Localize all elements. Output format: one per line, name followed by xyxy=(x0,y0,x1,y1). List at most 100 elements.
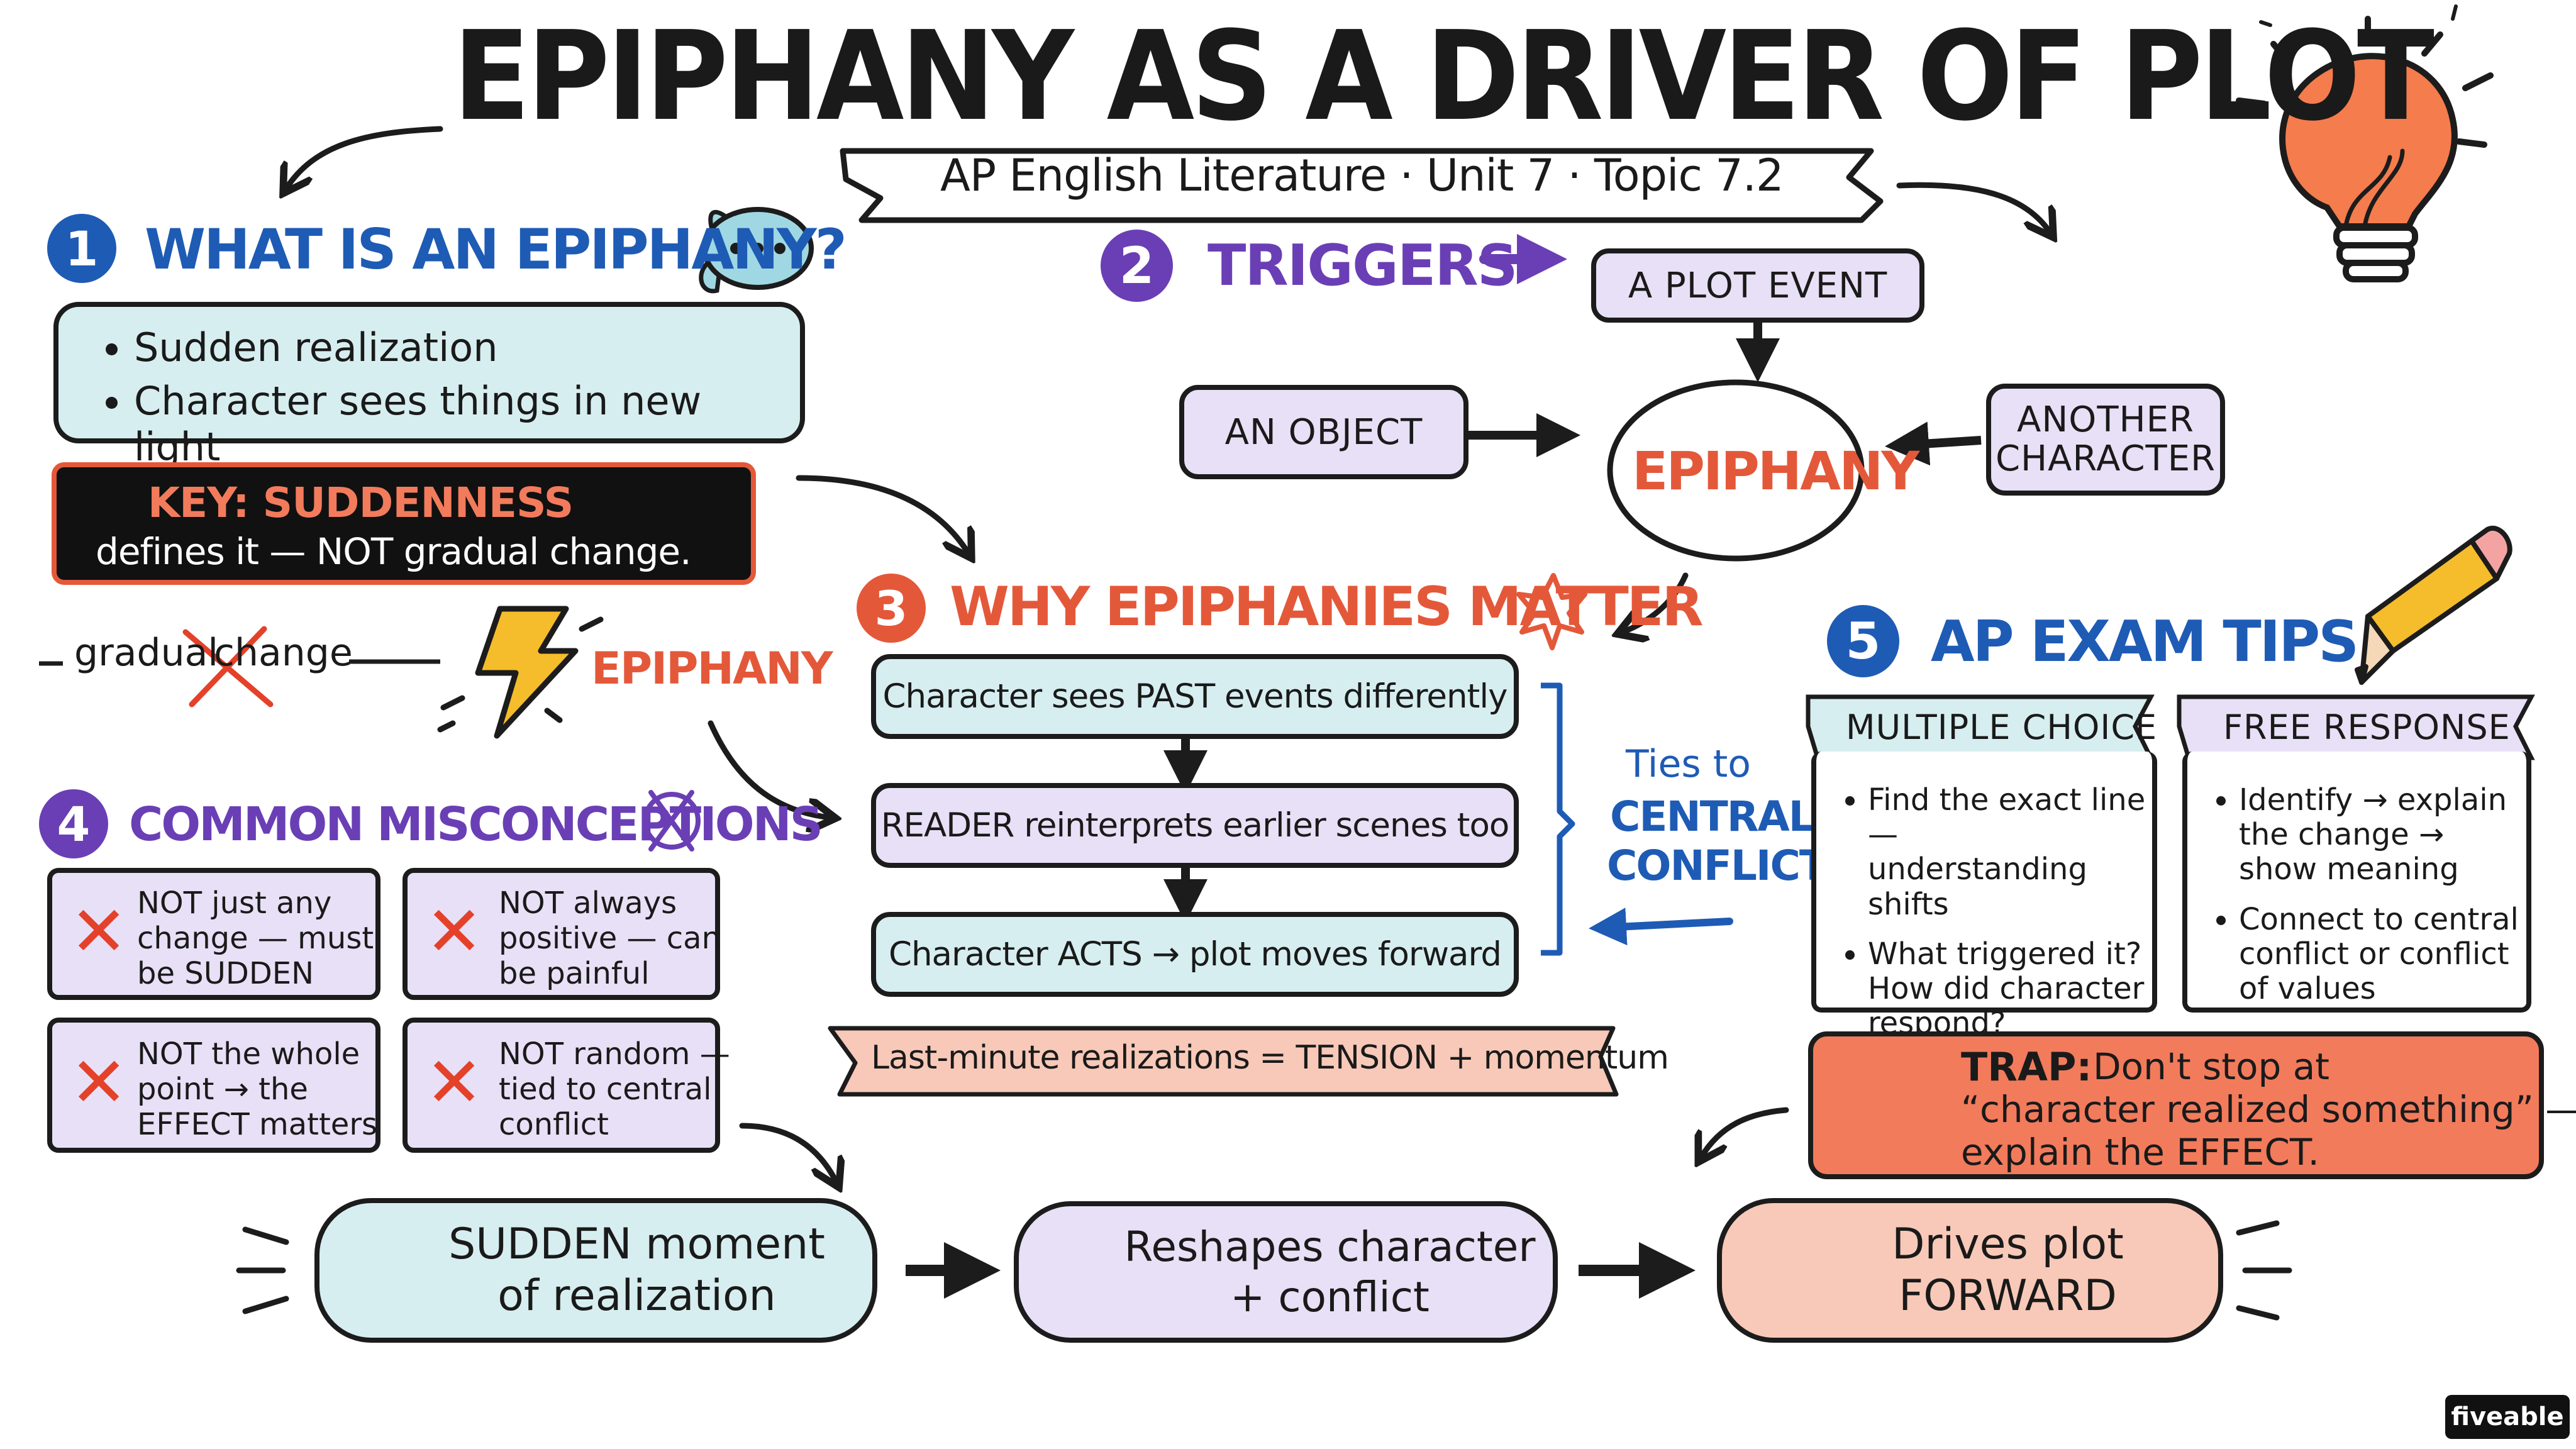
cross-out-mark xyxy=(182,626,274,708)
matter-step-3-label: Character ACTS → plot moves forward xyxy=(888,935,1502,974)
ties-line-2: CENTRAL xyxy=(1610,792,1815,841)
flow-dashes-right xyxy=(2236,1220,2292,1321)
flow-step-1-line-1: SUDDEN moment xyxy=(448,1219,825,1270)
arrow-title-left xyxy=(286,126,443,189)
flow-dashes-left xyxy=(236,1226,289,1314)
matter-step-1-label: Character sees PAST events differently xyxy=(882,677,1508,716)
trigger-character-label-2: CHARACTER xyxy=(1995,438,2216,479)
misconception-3-line-2: point → the xyxy=(137,1072,308,1107)
arrow-trap-to-flow xyxy=(1701,1107,1789,1157)
misconception-2-line-3: be painful xyxy=(499,956,650,991)
x-icon: ✕ xyxy=(425,891,484,972)
section-4-heading: COMMON MISCONCEPTIONS xyxy=(129,797,823,852)
section-3-heading: WHY EPIPHANIES MATTER xyxy=(950,575,1704,638)
speech-bubble-icon xyxy=(699,207,814,294)
trap-line-2: “character realized something” — xyxy=(1961,1088,2576,1131)
trigger-character-label-1: ANOTHER xyxy=(2017,399,2194,441)
section-5-number: 5 xyxy=(1827,605,1899,677)
fr-b2-line-1: Connect to central xyxy=(2239,901,2519,937)
tension-banner-text: Last-minute realizations = TENSION + mom… xyxy=(871,1039,1669,1077)
mc-bullet-2: What triggered it?How did characterrespo… xyxy=(1868,936,2152,1041)
fr-b1-line-1: Identify → explain xyxy=(2239,782,2507,818)
misconception-4-line-2: tied to central xyxy=(499,1072,712,1107)
trap-line-3: explain the EFFECT. xyxy=(1961,1131,2319,1174)
mc-b2-line-2: How did character xyxy=(1868,970,2145,1006)
pencil-icon xyxy=(2355,526,2512,685)
trap-line-1: Don't stop at xyxy=(2093,1045,2330,1088)
fr-b1-line-3: show meaning xyxy=(2239,852,2459,887)
ties-line-3: CONFLICT xyxy=(1607,841,1828,890)
flow-step-1: SUDDEN moment of realization xyxy=(314,1198,877,1343)
matter-step-2: READER reinterprets earlier scenes too xyxy=(871,783,1519,868)
section-1-number: 1 xyxy=(47,214,116,283)
trap-box: TRAP: Don't stop at “character realized … xyxy=(1808,1031,2576,1179)
mc-bullet-1: Find the exact line —understanding shift… xyxy=(1868,782,2152,922)
misconception-1-line-2: change — must xyxy=(137,921,374,956)
key-label: KEY: SUDDENNESS xyxy=(148,479,574,527)
misconception-2-line-2: positive — can xyxy=(499,921,721,956)
section-4-number: 4 xyxy=(39,789,108,858)
arrow-character-to-epiphany xyxy=(1885,421,1982,466)
epiphany-center-label: EPIPHANY xyxy=(1632,440,1919,502)
mc-title: MULTIPLE CHOICE xyxy=(1846,708,2158,747)
fr-b2-line-2: conflict or conflict xyxy=(2239,936,2509,972)
misconception-card-4: ✕ NOT random — tied to central conflict xyxy=(402,1018,730,1153)
brand-label: fiveable xyxy=(2451,1402,2564,1431)
fr-tab-shape xyxy=(2177,694,2535,760)
matter-step-1: Character sees PAST events differently xyxy=(871,654,1519,739)
misconception-card-2: ✕ NOT always positive — can be painful xyxy=(402,868,721,1000)
subtitle-ribbon xyxy=(840,148,1884,223)
arrow-key-to-why xyxy=(796,475,969,553)
starburst-icon xyxy=(1516,573,1587,650)
x-icon: ✕ xyxy=(425,1042,484,1123)
fr-title: FREE RESPONSE xyxy=(2223,708,2511,747)
misconception-card-3: ✕ NOT the whole point → the EFFECT matte… xyxy=(47,1018,380,1153)
misconception-2-line-1: NOT always xyxy=(499,886,677,921)
multiple-choice-card: Find the exact line —understanding shift… xyxy=(1811,752,2157,1041)
definition-box: Sudden realization Character sees things… xyxy=(53,302,805,470)
lightning-bolt-icon xyxy=(437,606,604,739)
x-icon: ✕ xyxy=(70,891,128,972)
mc-b1-line-2: understanding shifts xyxy=(1868,852,2087,922)
subtitle: AP English Literature · Unit 7 · Topic 7… xyxy=(940,150,1784,201)
section-2-number: 2 xyxy=(1101,230,1173,302)
section-1-heading: WHAT IS AN EPIPHANY? xyxy=(145,217,847,282)
matter-step-3: Character ACTS → plot moves forward xyxy=(871,912,1519,997)
flow-step-3-line-1: Drives plot xyxy=(1892,1219,2124,1270)
flow-step-3: Drives plot FORWARD xyxy=(1717,1198,2223,1343)
key-box: KEY: SUDDENNESS defines it — NOT gradual… xyxy=(52,462,756,585)
misconception-1-line-1: NOT just any xyxy=(137,886,332,921)
definition-bullet-2: Character sees things in new light xyxy=(134,378,800,470)
lightbulb-icon xyxy=(2236,4,2494,282)
circled-x-icon xyxy=(643,790,701,852)
definition-bullet-1: Sudden realization xyxy=(134,325,800,370)
brand-badge: fiveable xyxy=(2445,1395,2570,1439)
epiphany-ellipse xyxy=(1607,379,1865,562)
misconception-1-line-3: be SUDDEN xyxy=(137,956,314,991)
blue-brace xyxy=(1541,682,1575,956)
trap-label: TRAP: xyxy=(1961,1044,2092,1090)
gradual-label: gradual xyxy=(74,631,219,675)
flow-step-2: Reshapes character + conflict xyxy=(1014,1201,1558,1343)
trigger-plot-event-label: A PLOT EVENT xyxy=(1628,265,1888,306)
ties-line-1: Ties to xyxy=(1626,742,1751,786)
epiphany-label: EPIPHANY xyxy=(591,643,833,694)
misconception-4-line-3: conflict xyxy=(499,1107,609,1142)
page-title: EPIPHANY AS A DRIVER OF PLOT xyxy=(453,5,2434,148)
arrow-title-right xyxy=(1896,182,2050,233)
section-5-heading: AP EXAM TIPS xyxy=(1931,609,2359,675)
flow-step-3-line-2: FORWARD xyxy=(1899,1271,2117,1321)
arrow-blue-back xyxy=(1589,908,1733,946)
mc-b2-line-1: What triggered it? xyxy=(1868,936,2142,972)
trigger-character: ANOTHER CHARACTER xyxy=(1986,384,2225,496)
x-icon: ✕ xyxy=(70,1042,128,1123)
trigger-object-label: AN OBJECT xyxy=(1224,411,1423,453)
section-2-heading: TRIGGERS xyxy=(1208,233,1518,299)
matter-step-2-label: READER reinterprets earlier scenes too xyxy=(880,806,1510,845)
arrow-misconceptions-to-flow xyxy=(739,1123,836,1182)
misconception-card-1: ✕ NOT just any change — must be SUDDEN xyxy=(47,868,380,1000)
flow-step-2-line-1: Reshapes character xyxy=(1124,1223,1536,1272)
